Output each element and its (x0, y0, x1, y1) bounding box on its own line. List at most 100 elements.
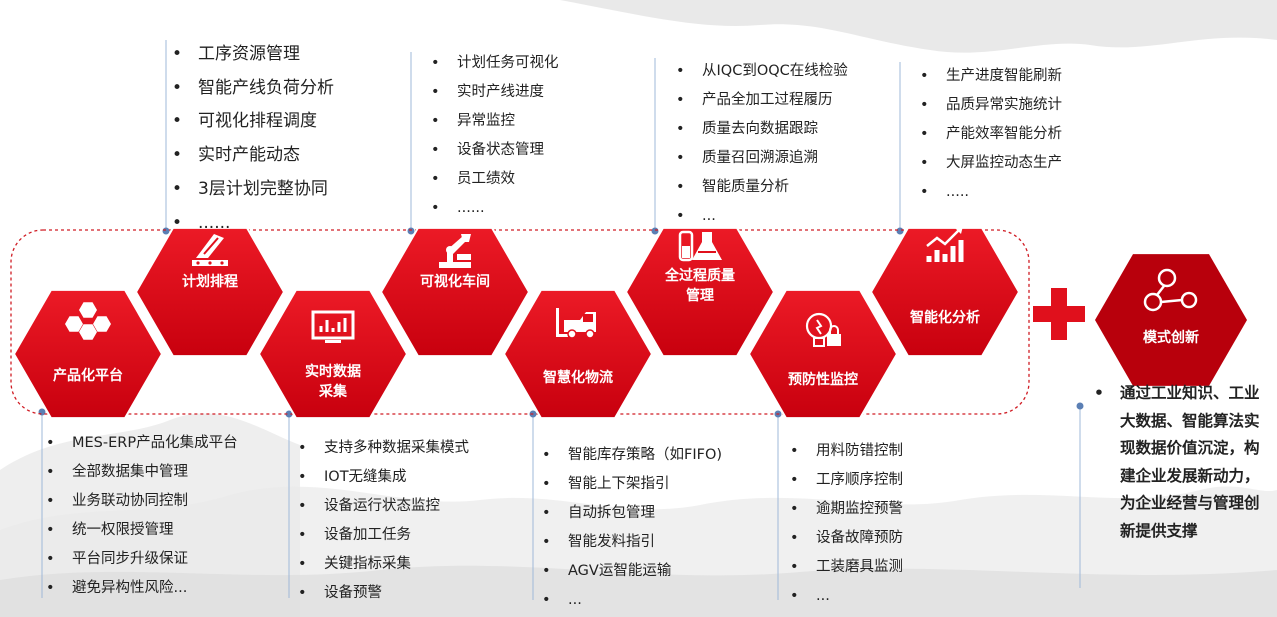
list-item: 产品全加工过程履历 (672, 86, 848, 115)
list-item: 工装磨具监测 (786, 553, 903, 582)
list-planning: 工序资源管理智能产线负荷分析可视化排程调度实时产能动态3层计划完整协同.....… (168, 38, 334, 240)
list-item: 自动拆包管理 (538, 499, 722, 528)
hex-chain: 产品化平台计划排程实时数据采集可视化车间智慧化物流全过程质量管理预防性监控智能化… (12, 226, 1021, 420)
list-item: ... (538, 586, 722, 615)
hexagon-label: 产品化平台 (53, 367, 123, 384)
hexagon-shape (624, 226, 776, 358)
hexagon-label: 计划排程 (182, 273, 238, 290)
list-item: IOT无缝集成 (294, 463, 469, 492)
hexagon-shape (869, 226, 1021, 358)
list-item: ..... (916, 178, 1062, 207)
list-item: 异常监控 (427, 107, 559, 136)
list-quality: 从IQC到OQC在线检验产品全加工过程履历质量去向数据跟踪质量召回溯源追溯智能质… (672, 57, 848, 231)
list-item: 关键指标采集 (294, 550, 469, 579)
list-item: 逾期监控预警 (786, 495, 903, 524)
list-item: 从IQC到OQC在线检验 (672, 57, 848, 86)
list-item: 可视化排程调度 (168, 105, 334, 139)
list-item: 设备预警 (294, 579, 469, 608)
innovation-description: 通过工业知识、工业大数据、智能算法实现数据价值沉淀，构建企业发展新动力，为企业经… (1090, 380, 1260, 545)
list-item: 计划任务可视化 (427, 49, 559, 78)
list-platform: MES-ERP产品化集成平台全部数据集中管理业务联动协同控制统一权限授管理平台同… (42, 429, 238, 603)
list-item: 智能质量分析 (672, 173, 848, 202)
hexagon-label-line2: 管理 (686, 287, 714, 304)
list-item: 工序顺序控制 (786, 466, 903, 495)
list-visual-workshop: 计划任务可视化实时产线进度异常监控设备状态管理员工绩效...... (427, 49, 559, 223)
list-item: 智能上下架指引 (538, 470, 722, 499)
hexagon-label: 全过程质量 (664, 267, 735, 284)
hexagon-label: 预防性监控 (788, 371, 858, 388)
connector-dot (896, 227, 904, 235)
list-item: 实时产线进度 (427, 78, 559, 107)
list-data-collection: 支持多种数据采集模式IOT无缝集成设备运行状态监控设备加工任务关键指标采集设备预… (294, 434, 469, 608)
list-item: 设备运行状态监控 (294, 492, 469, 521)
hexagon-label: 智能化分析 (909, 309, 980, 326)
list-item: 业务联动协同控制 (42, 487, 238, 516)
list-item: 工序资源管理 (168, 38, 334, 72)
hexagon-node: 产品化平台 (12, 288, 164, 420)
list-item: 平台同步升级保证 (42, 545, 238, 574)
list-item: 智能产线负荷分析 (168, 72, 334, 106)
list-item: ... (672, 202, 848, 231)
hexagon-shape (379, 226, 531, 358)
list-item: 设备加工任务 (294, 521, 469, 550)
hexagon-shape (747, 288, 899, 420)
list-item: 用料防错控制 (786, 437, 903, 466)
list-item: 品质异常实施统计 (916, 91, 1062, 120)
innovation-hexagon-shape (1095, 254, 1247, 386)
hexagon-node: 预防性监控 (747, 288, 899, 420)
hexagon-node: 智能化分析 (869, 226, 1021, 358)
hexagon-label: 实时数据 (305, 363, 361, 380)
hexagon-label: 智慧化物流 (542, 369, 613, 386)
network-nodes-icon (1143, 268, 1198, 312)
plus-icon (1033, 288, 1085, 340)
hexagon-label: 可视化车间 (420, 273, 490, 290)
list-item: 产能效率智能分析 (916, 120, 1062, 149)
innovation-text-item: 通过工业知识、工业大数据、智能算法实现数据价值沉淀，构建企业发展新动力，为企业经… (1090, 380, 1260, 545)
list-item: MES-ERP产品化集成平台 (42, 429, 238, 458)
list-item: 大屏监控动态生产 (916, 149, 1062, 178)
process-frame (10, 229, 1030, 415)
list-item: 员工绩效 (427, 165, 559, 194)
hexagon-shape (12, 288, 164, 420)
monitor-chart-icon (311, 310, 355, 343)
list-item: 质量去向数据跟踪 (672, 115, 848, 144)
list-item: 质量召回溯源追溯 (672, 144, 848, 173)
connector-dot (407, 227, 415, 235)
list-item: 统一权限授管理 (42, 516, 238, 545)
connector-dot (651, 227, 659, 235)
list-analysis: 生产进度智能刷新品质异常实施统计产能效率智能分析大屏监控动态生产..... (916, 62, 1062, 207)
hexagon-node: 可视化车间 (379, 226, 531, 358)
molecule-icon (65, 302, 111, 340)
list-item: 3层计划完整协同 (168, 173, 334, 207)
list-item: 避免异构性风险... (42, 574, 238, 603)
innovation-label: 模式创新 (1143, 329, 1199, 346)
list-item: 生产进度智能刷新 (916, 62, 1062, 91)
list-item: 实时产能动态 (168, 139, 334, 173)
list-monitoring: 用料防错控制工序顺序控制逾期监控预警设备故障预防工装磨具监测... (786, 437, 903, 611)
robot-arm-icon (439, 234, 471, 268)
list-logistics: 智能库存策略（如FIFO)智能上下架指引自动拆包管理智能发料指引AGV运智能运输… (538, 441, 722, 615)
lab-flask-icon (678, 230, 722, 262)
hexagon-shape (257, 288, 409, 420)
connector-dot (1076, 402, 1084, 410)
hexagon-node: 计划排程 (134, 226, 286, 358)
list-item: 设备故障预防 (786, 524, 903, 553)
connector-dot (285, 410, 293, 418)
list-item: ... (786, 582, 903, 611)
hexagon-label-line2: 采集 (318, 383, 348, 400)
innovation-hexagon: 模式创新 (1095, 254, 1247, 386)
list-item: 支持多种数据采集模式 (294, 434, 469, 463)
list-item: ...... (427, 194, 559, 223)
hexagon-shape (502, 288, 654, 420)
list-item: 全部数据集中管理 (42, 458, 238, 487)
bulb-lock-icon (805, 312, 841, 347)
list-item: 设备状态管理 (427, 136, 559, 165)
list-item: ...... (168, 207, 334, 241)
forklift-icon (556, 308, 596, 339)
list-item: AGV运智能运输 (538, 557, 722, 586)
list-item: 智能库存策略（如FIFO) (538, 441, 722, 470)
list-item: 智能发料指引 (538, 528, 722, 557)
hexagon-node: 智慧化物流 (502, 288, 654, 420)
